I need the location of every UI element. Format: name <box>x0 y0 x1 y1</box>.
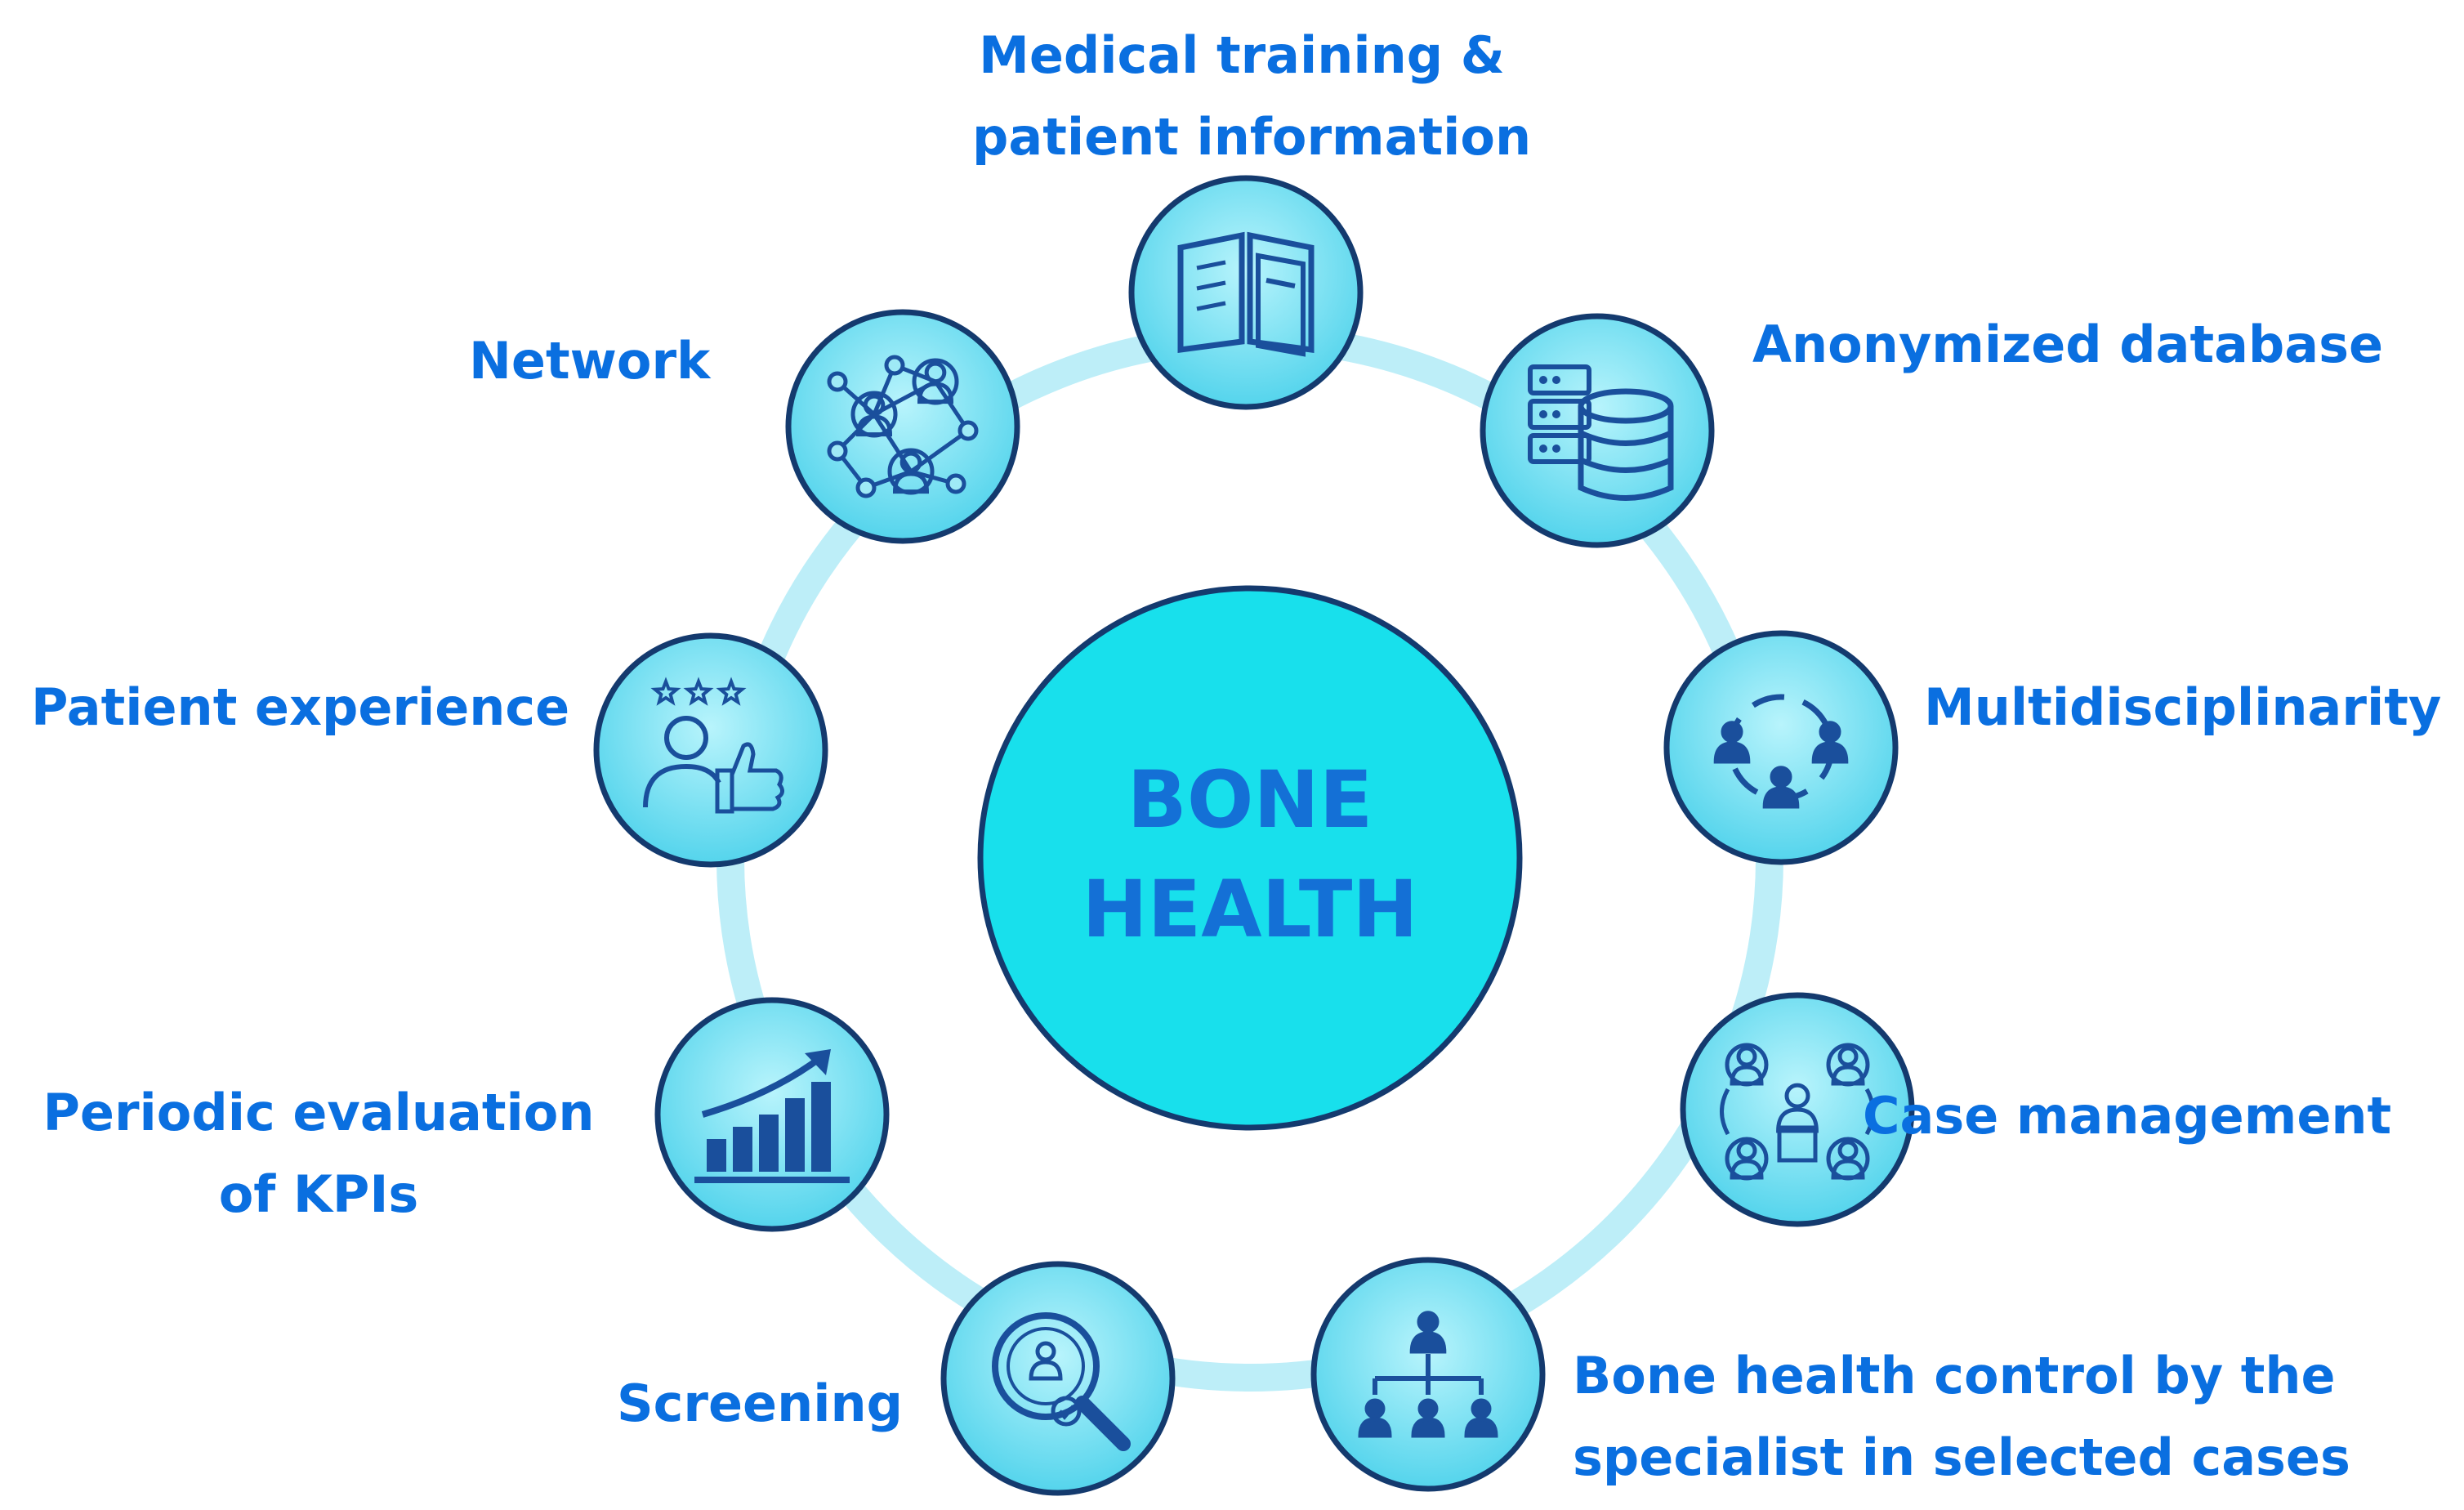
label-line: specialist in selected cases <box>1573 1427 2350 1487</box>
label-line: Anonymized database <box>1752 315 2384 374</box>
thumbs-up-rating-icon <box>643 677 784 814</box>
label-specialist-control: Bone health control by the specialist in… <box>1573 1335 2350 1499</box>
database-icon <box>1528 364 1674 501</box>
node-circle <box>1480 313 1715 548</box>
node-medical-training <box>1128 175 1364 410</box>
node-circle <box>593 632 828 868</box>
node-anonymized-database <box>1480 313 1715 548</box>
label-line: Network <box>469 331 711 391</box>
center-title-line-1: BONE <box>1127 754 1373 846</box>
search-person-icon <box>992 1312 1131 1451</box>
label-screening: Screening <box>617 1363 903 1445</box>
label-medical-training: Medical training & patient information <box>972 15 1532 178</box>
node-case-management <box>1680 992 1915 1227</box>
label-case-management: Case management <box>1863 1075 2391 1157</box>
label-line: Screening <box>617 1374 903 1433</box>
label-anonymized-database: Anonymized database <box>1752 304 2383 386</box>
center-circle <box>977 585 1523 1131</box>
label-network: Network <box>469 320 710 402</box>
node-screening <box>940 1261 1176 1496</box>
label-line: patient information <box>972 107 1532 167</box>
case-network-icon <box>1720 1043 1875 1181</box>
team-circle-icon <box>1713 694 1849 809</box>
node-specialist-control <box>1310 1257 1546 1492</box>
label-line: Patient experience <box>31 677 570 737</box>
label-line: Medical training & <box>979 25 1505 85</box>
node-kpi-evaluation <box>654 997 890 1232</box>
book-icon <box>1177 231 1315 357</box>
label-line: Bone health control by the <box>1573 1346 2336 1405</box>
label-line: of KPIs <box>218 1164 419 1224</box>
label-line: Case management <box>1863 1086 2392 1146</box>
network-icon <box>827 355 979 498</box>
hierarchy-icon <box>1358 1311 1498 1438</box>
growth-chart-icon <box>694 1049 850 1183</box>
node-patient-experience <box>593 632 828 868</box>
label-kpi-evaluation: Periodic evaluation of KPIs <box>33 1072 605 1235</box>
node-circle <box>785 309 1020 544</box>
label-line: Multidisciplinarity <box>1924 677 2442 737</box>
node-circle <box>1663 630 1899 865</box>
node-multidisciplinarity <box>1663 630 1899 865</box>
label-line: Periodic evaluation <box>42 1083 595 1142</box>
node-network <box>785 309 1020 544</box>
node-circle <box>1128 175 1364 410</box>
label-multidisciplinarity: Multidisciplinarity <box>1924 667 2441 748</box>
label-patient-experience: Patient experience <box>31 667 569 748</box>
center-title-line-2: HEALTH <box>1082 864 1417 955</box>
